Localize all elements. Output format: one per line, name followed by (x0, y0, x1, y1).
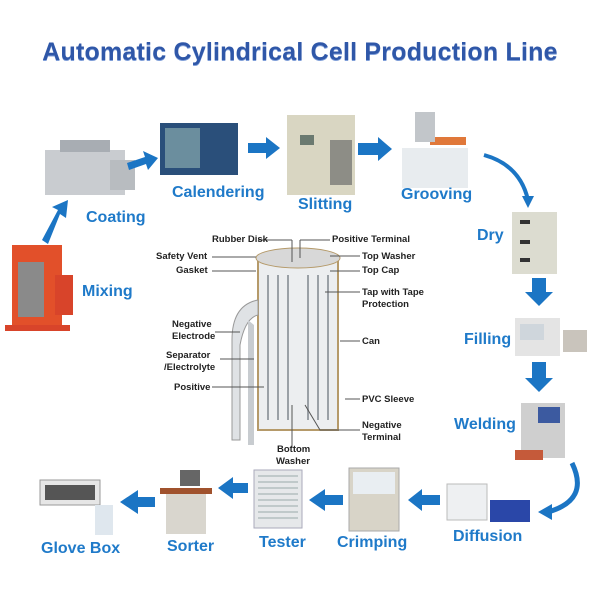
arrow-sorter-to-glovebox (120, 490, 155, 514)
mixing-machine (5, 245, 73, 331)
part-label-negative-electrode-1: Negative (172, 319, 212, 330)
part-label-pvc-sleeve: PVC Sleeve (362, 394, 415, 405)
arrow-coating-to-calendering (127, 151, 158, 170)
part-label-positive: Positive (174, 382, 211, 393)
glove-box-machine (39, 479, 113, 535)
part-label-top-cap: Top Cap (362, 265, 400, 276)
part-label-can: Can (362, 336, 380, 347)
diffusion-machine (446, 483, 530, 522)
step-label-glove-box: Glove Box (41, 540, 121, 557)
calendering-machine (160, 123, 238, 175)
step-label-dry: Dry (477, 227, 504, 244)
step-label-grooving: Grooving (401, 186, 473, 203)
arrow-slitting-to-grooving (358, 137, 392, 161)
part-label-separator-1: Separator (166, 350, 211, 361)
arrow-dry-to-filling (525, 278, 553, 306)
step-label-crimping: Crimping (337, 534, 408, 551)
slitting-machine (287, 115, 355, 195)
step-label-calendering: Calendering (172, 184, 265, 201)
page-title: Automatic Cylindrical Cell Production Li… (42, 38, 558, 66)
welding-machine (515, 403, 565, 460)
part-label-negative-terminal-2: Terminal (362, 432, 401, 443)
part-label-gasket: Gasket (176, 265, 208, 276)
part-label-rubber-disk: Rubber Disk (212, 234, 268, 245)
part-label-tap-with-tape-1: Tap with Tape (362, 287, 424, 298)
dry-oven-machine (512, 212, 557, 274)
part-label-tap-with-tape-2: Protection (362, 299, 409, 310)
arrow-crimping-to-tester (309, 489, 343, 511)
step-label-welding: Welding (454, 416, 516, 433)
tester-machine (253, 469, 303, 529)
filling-machine (515, 318, 587, 356)
step-label-tester: Tester (259, 534, 306, 551)
step-label-slitting: Slitting (298, 196, 353, 213)
flow-arrows (42, 137, 553, 514)
grooving-machine (402, 112, 468, 188)
part-label-top-washer: Top Washer (362, 251, 416, 262)
arrow-calendering-to-slitting (248, 137, 280, 159)
step-label-sorter: Sorter (167, 538, 215, 555)
step-label-coating: Coating (86, 209, 146, 226)
part-label-bottom-washer-1: Bottom (277, 444, 311, 455)
cell-cutaway-illustration (212, 239, 360, 448)
arrow-tester-to-sorter (218, 477, 248, 499)
crimping-machine (348, 467, 400, 532)
arrow-diffusion-to-crimping (408, 489, 440, 511)
part-label-negative-terminal-1: Negative (362, 420, 402, 431)
step-label-mixing: Mixing (82, 283, 133, 300)
arrow-welding-to-diffusion (547, 461, 580, 515)
arrow-mixing-to-coating (42, 200, 68, 244)
part-label-separator-2: /Electrolyte (164, 362, 216, 373)
arrow-filling-to-welding (525, 362, 553, 392)
part-label-positive-terminal: Positive Terminal (332, 234, 410, 245)
step-label-diffusion: Diffusion (453, 528, 523, 545)
sorter-machine (160, 470, 212, 534)
part-label-negative-electrode-2: Electrode (172, 331, 216, 342)
coating-machine (45, 140, 135, 195)
step-label-filling: Filling (464, 331, 512, 348)
part-label-bottom-washer-2: Washer (276, 456, 310, 467)
part-label-safety-vent: Safety Vent (156, 251, 208, 262)
arrow-grooving-to-dry (483, 153, 530, 201)
